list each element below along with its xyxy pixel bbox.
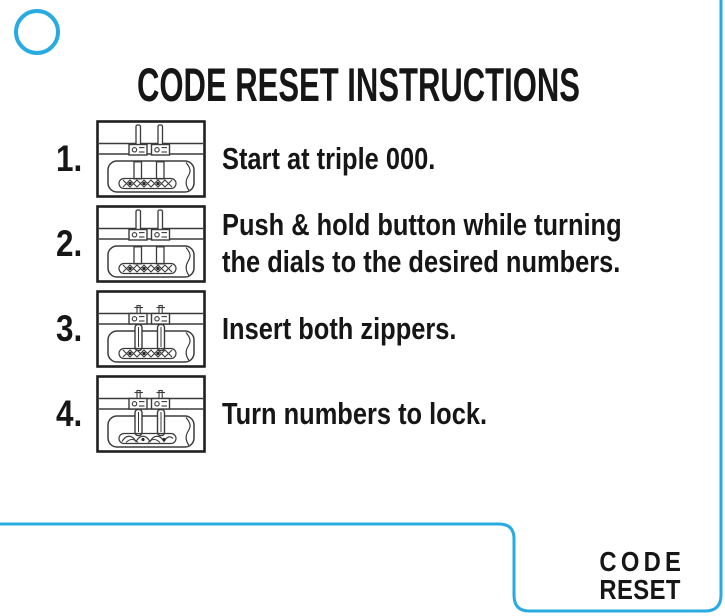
step-text: Start at triple 000.	[222, 141, 435, 178]
punch-hole-icon	[14, 9, 60, 55]
step-text-line: Push & hold button while turning	[222, 207, 622, 243]
instruction-steps: 1. Start at triple	[56, 120, 709, 460]
step-number: 1.	[56, 138, 83, 179]
step-number: 4.	[56, 393, 83, 434]
page-title: CODE RESET INSTRUCTIONS	[137, 58, 580, 111]
step-text-line: the dials to the desired numbers.	[222, 244, 621, 279]
lock-zippers-out-icon	[96, 205, 206, 283]
footer-label: CODE RESET	[599, 547, 681, 606]
lock-zippers-out-icon	[96, 120, 206, 198]
step-text-line: Start at triple 000.	[222, 140, 436, 176]
step-text: Insert both zippers.	[222, 311, 456, 348]
lock-zippers-inserted-icon	[96, 290, 206, 368]
step-text: Turn numbers to lock.	[222, 396, 487, 433]
step-number: 3.	[56, 308, 83, 349]
footer-label-line1: CODE	[599, 545, 686, 577]
step-number: 2.	[56, 223, 83, 264]
step-text: Push & hold button while turning the dia…	[222, 207, 622, 280]
step-row-4: 4.	[56, 375, 709, 453]
step-row-3: 3.	[56, 290, 709, 368]
lock-dials-turning-icon	[96, 375, 206, 453]
step-text-line: Turn numbers to lock.	[222, 395, 488, 431]
step-text-line: Insert both zippers.	[222, 310, 457, 346]
step-row-1: 1. Start at triple	[56, 120, 709, 198]
footer-label-line2: RESET	[599, 574, 681, 606]
step-row-2: 2. Push & hold but	[56, 205, 709, 283]
